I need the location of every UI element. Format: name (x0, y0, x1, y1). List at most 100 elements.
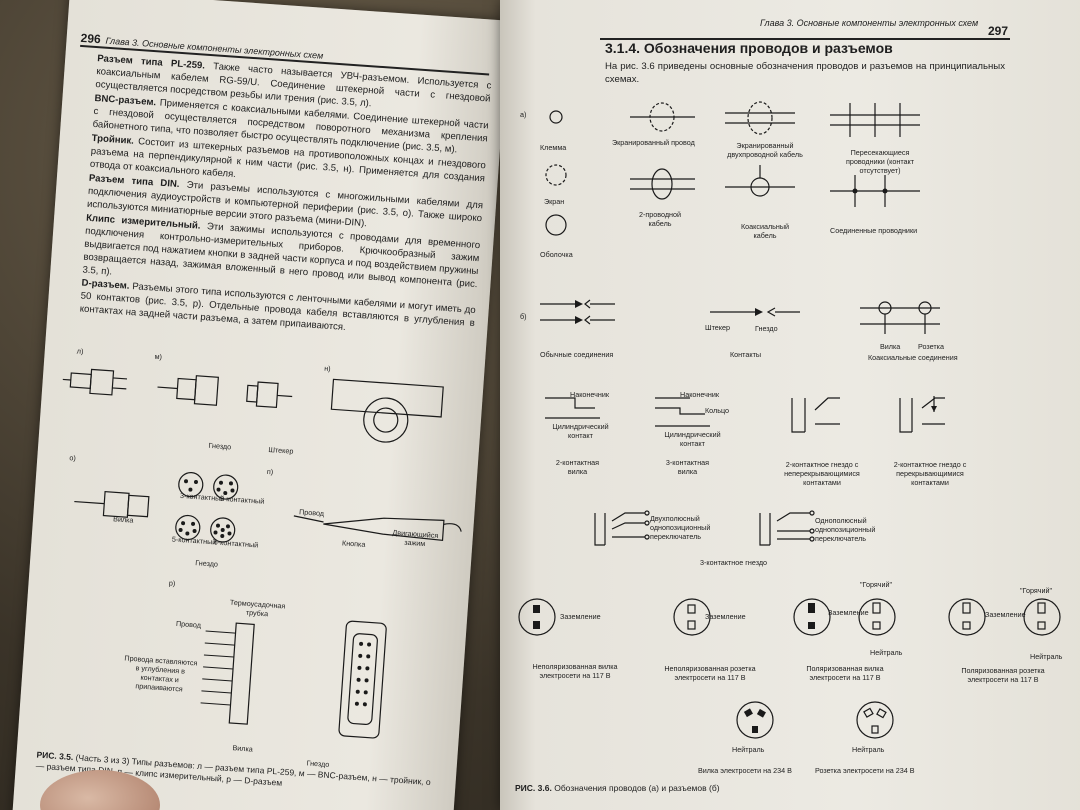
label-ring: Кольцо (705, 406, 729, 415)
term-tee: Тройник. (91, 132, 135, 147)
pl259-drawing (62, 368, 128, 396)
label-socket234: Розетка электросети на 234 В (815, 766, 915, 775)
label-np-socket: Неполяризованная розетка электросети на … (664, 664, 756, 682)
wire-symbols (545, 101, 920, 236)
marker-b: б) (520, 312, 527, 321)
left-page-number: 296 (80, 30, 102, 47)
label-ground4: Заземление (985, 610, 1026, 619)
three-contact-plug-symbol (655, 397, 710, 427)
left-page: 296 Глава 3. Основные компоненты электро… (12, 0, 509, 810)
label-jack3: 3-контактное гнездо (700, 558, 768, 567)
bnc-drawing (157, 375, 293, 409)
coax-connection-symbol (860, 301, 940, 334)
fig-label-wires-inserted: Провода вставляются в углубления в конта… (124, 653, 198, 694)
connector-symbols-top (540, 299, 945, 433)
tee-drawing (330, 378, 444, 443)
socket-234-symbol (856, 701, 894, 739)
fig-label-socket: Гнездо (208, 440, 232, 452)
label-coax: Коаксиальный кабель (740, 222, 790, 240)
fig-label-button: Кнопка (341, 538, 366, 549)
right-page: Глава 3. Основные компоненты электронных… (500, 0, 1080, 810)
din-plug-drawing (74, 491, 150, 518)
shielded-wire-symbol (630, 102, 695, 132)
two-wire-cable-symbol (630, 168, 695, 200)
intro-paragraph: На рис. 3.6 приведены основные обозначен… (605, 61, 1005, 85)
label-plug-b: Штекер (705, 323, 731, 332)
right-header-text: Глава 3. Основные компоненты электронных… (760, 18, 979, 28)
label-ground2: Заземление (705, 612, 746, 621)
label-plug3: 3-контактная вилка (665, 458, 710, 476)
right-caption-text: Обозначения проводов (а) и разъемов (б) (554, 783, 720, 793)
polarized-socket-symbol-2 (1023, 598, 1061, 636)
test-clip-drawing (293, 515, 462, 541)
label-dpdt: Двухполюсный однопозиционный переключате… (650, 514, 711, 541)
label-crossing: Пересекающиеся проводники (контакт отсут… (845, 148, 915, 175)
shielded-pair-symbol (725, 101, 795, 135)
fig-marker-o: о) (69, 453, 77, 463)
label-coax-conn: Коаксиальные соединения (868, 353, 958, 362)
right-page-number: 297 (988, 24, 1009, 38)
label-contacts: Контакты (730, 350, 762, 359)
label-p-socket: Поляризованная розетка электросети на 11… (961, 666, 1045, 684)
label-ordinary: Обычные соединения (540, 350, 614, 359)
section-title: 3.1.4. Обозначения проводов и разъемов (605, 40, 893, 56)
label-socket-b: Гнездо (755, 324, 778, 333)
polarized-plug-symbol-2 (858, 598, 896, 636)
label-vilka: Вилка (880, 342, 901, 351)
d-sub-drawing (200, 620, 387, 739)
fig-label-gnezdo2: Гнездо (306, 758, 330, 769)
ordinary-connections-symbol (540, 299, 615, 325)
contacts-symbol (710, 307, 800, 317)
fig-label-gnezdo: Гнездо (195, 558, 219, 569)
label-shielded: Экранированный провод (612, 138, 695, 147)
np-socket-symbol (673, 598, 711, 636)
label-ground3: Заземление (828, 608, 869, 617)
np-plug-symbol (518, 598, 556, 636)
fig-label-vilka2: Вилка (232, 743, 254, 754)
screen-symbol (545, 164, 567, 186)
connector-illustrations-top (62, 368, 444, 443)
crossing-wires-symbol (830, 103, 920, 137)
label-screen: Экран (544, 197, 565, 206)
fig-label-wire: Провод (298, 507, 325, 518)
right-header-rule (600, 38, 1010, 40)
coax-cable-symbol (725, 165, 795, 197)
shell-symbol (545, 214, 567, 236)
label-hot2: "Горячий" (1020, 586, 1053, 595)
label-terminal: Клемма (540, 143, 567, 152)
label-p-plug: Поляризованная вилка электросети на 117 … (806, 664, 884, 682)
fig-label-plug: Штекер (268, 444, 294, 456)
label-shell: Оболочка (540, 250, 573, 259)
label-joined: Соединенные проводники (830, 226, 918, 235)
label-np-plug: Неполяризованная вилка электросети на 11… (532, 662, 618, 680)
label-jack-short: 2-контактное гнездо с перекрывающимися к… (893, 460, 967, 487)
label-neutral2: Нейтраль (1030, 652, 1063, 661)
mains-234-symbols (736, 701, 894, 739)
jack-short-symbol (899, 396, 945, 433)
term-dsub: D-разъем. (81, 277, 130, 292)
din-socket-faces (175, 472, 239, 543)
label-neutral4: Нейтраль (852, 745, 885, 754)
mains-symbols (518, 598, 1061, 636)
label-tip2: Наконечник (680, 390, 720, 399)
terminal-symbol (549, 110, 563, 124)
fig-label-clamp: Двигающийся зажим (392, 527, 439, 549)
joined-wires-symbol (830, 175, 920, 207)
label-ground1: Заземление (560, 612, 601, 621)
label-sleeve: Цилиндрический контакт (552, 422, 609, 440)
label-neutral3: Нейтраль (732, 745, 765, 754)
right-figure-caption: РИС. 3.6. Обозначения проводов (а) и раз… (515, 783, 720, 794)
label-jack-nonshort: 2-контактное гнездо с неперекрывающимися… (784, 460, 860, 487)
polarized-socket-symbol (948, 598, 986, 636)
label-neutral1: Нейтраль (870, 648, 903, 657)
connector-illustrations-mid (74, 472, 462, 543)
label-plug2: 2-контактная вилка (555, 458, 600, 476)
fig-label-vilka: Вилка (112, 514, 134, 525)
dpdt-jack-symbol (594, 510, 650, 546)
label-plug234: Вилка электросети на 234 В (698, 766, 792, 775)
label-spst: Однополюсный однопозиционный переключате… (815, 516, 876, 543)
two-contact-plug-symbol (545, 397, 600, 419)
label-hot: "Горячий" (860, 580, 893, 589)
right-caption-fig: РИС. 3.6. (515, 783, 552, 793)
